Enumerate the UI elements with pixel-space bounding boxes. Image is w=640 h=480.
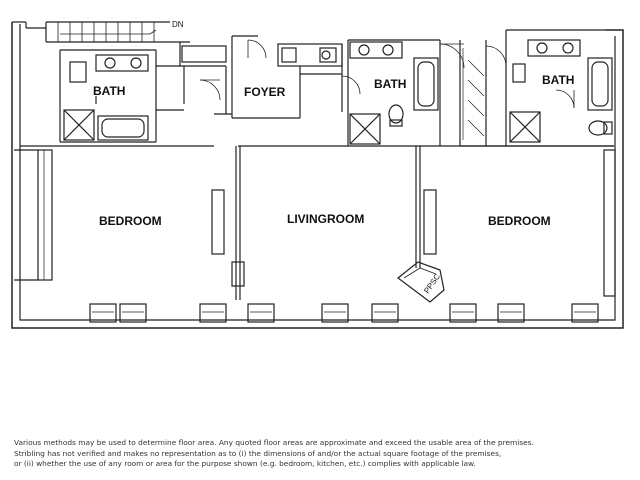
room-label-livingroom: LIVINGROOM (287, 212, 364, 226)
outer-walls (11, 21, 624, 329)
room-label-bedroom-right: BEDROOM (488, 214, 551, 228)
bath-right-walls (505, 39, 614, 147)
room-label-bath-left: BATH (93, 84, 125, 98)
main-partitions (20, 145, 614, 300)
pipe-chase (397, 261, 445, 303)
left-window (14, 149, 53, 281)
closet-right (459, 40, 507, 147)
bath-left-walls (59, 49, 157, 143)
pipe-chase-label: PPSC (422, 272, 442, 295)
right-window (603, 149, 616, 297)
room-label-bath-right: BATH (542, 73, 574, 87)
hall-closets (156, 42, 232, 115)
disclaimer-line-3: or (ii) whether the use of any room or a… (14, 459, 476, 468)
room-label-foyer: FOYER (244, 85, 286, 99)
disclaimer-line-1: Various methods may be used to determine… (14, 438, 534, 447)
disclaimer-line-2: Stribling has not verified and makes no … (14, 448, 502, 458)
foyer-walls (231, 35, 301, 119)
room-label-bath-center: BATH (374, 77, 406, 91)
windows-bottom (89, 303, 599, 323)
room-label-bedroom-left: BEDROOM (99, 214, 162, 228)
disclaimer: Various methods may be used to determine… (14, 438, 626, 470)
stair-label: DN (172, 20, 184, 29)
bath-center-walls (347, 39, 465, 146)
kitchenette (277, 43, 361, 112)
stair (45, 21, 190, 43)
